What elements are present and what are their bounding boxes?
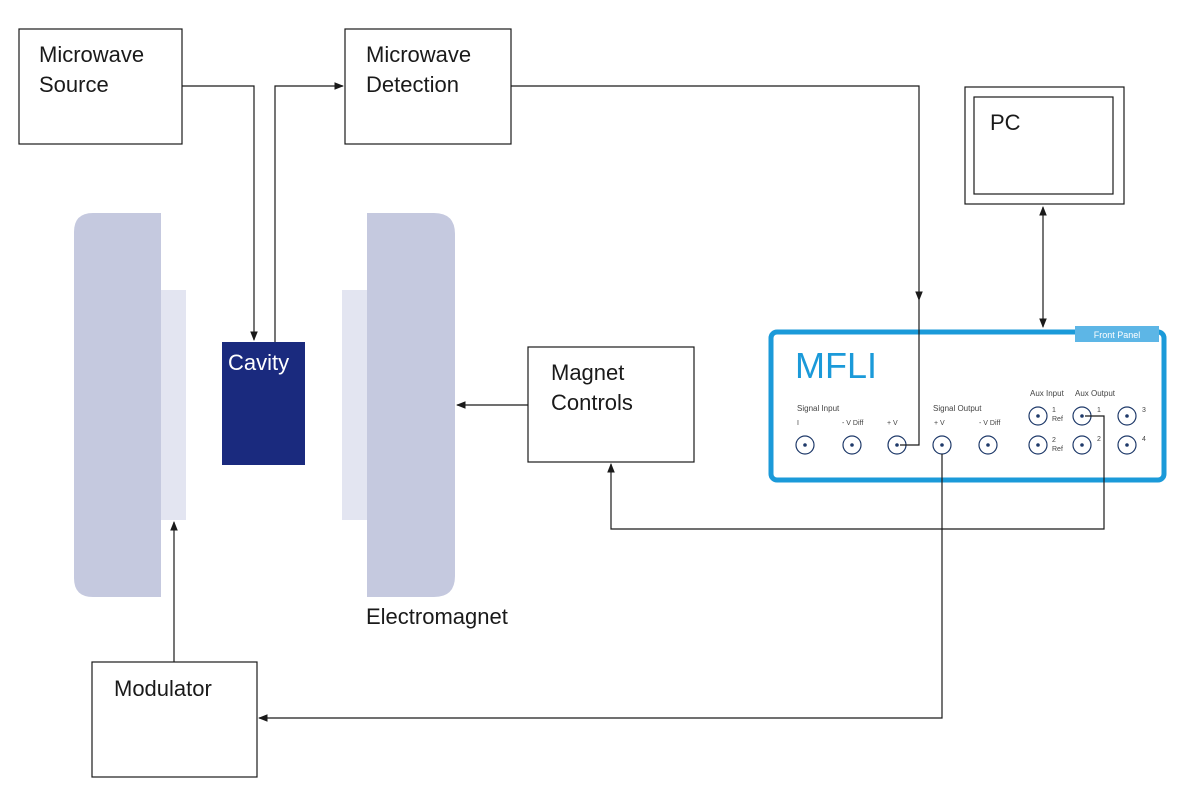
cavity xyxy=(222,342,305,465)
port-pin xyxy=(803,443,807,447)
pole-piece-left xyxy=(161,290,186,520)
modulator-box xyxy=(91,661,258,778)
source-to-cavity-line xyxy=(182,85,258,341)
aux-output-2-label: 2 xyxy=(1097,436,1101,443)
signal-output-port-vplus-label: + V xyxy=(934,420,945,427)
signal-input-port-i-label: I xyxy=(797,420,799,427)
signal-output-to-modulator-line xyxy=(258,454,943,722)
aux-input-label: Aux Input xyxy=(1030,389,1065,398)
port-pin xyxy=(986,443,990,447)
microwave-source-label-line1: Microwave xyxy=(39,42,144,67)
port-pin xyxy=(850,443,854,447)
aux-output-4-label: 4 xyxy=(1142,436,1146,443)
microwave-source-label-line2: Source xyxy=(39,72,109,97)
port-pin xyxy=(1080,443,1084,447)
aux-input-2-label: 2 xyxy=(1052,437,1056,444)
pc-label: PC xyxy=(990,110,1021,135)
signal-input-port-vplus-label: + V xyxy=(887,420,898,427)
port-pin xyxy=(940,443,944,447)
aux-output-3-label: 3 xyxy=(1142,407,1146,414)
port-pin xyxy=(1036,443,1040,447)
signal-output-port-vdiff-label: - V Diff xyxy=(979,420,1000,427)
magnet-controls-box xyxy=(527,346,695,463)
cavity-label: Cavity xyxy=(228,350,289,375)
pc-screen xyxy=(973,96,1114,195)
signal-input-port-vdiff-label: - V Diff xyxy=(842,420,863,427)
pole-piece-right xyxy=(342,290,367,520)
mfli-title: MFLI xyxy=(795,345,877,386)
port-pin xyxy=(1080,414,1084,418)
front-panel-tab-label: Front Panel xyxy=(1094,330,1141,340)
electromagnet-label: Electromagnet xyxy=(366,604,508,629)
port-pin xyxy=(1125,443,1129,447)
front-panel-tab xyxy=(1075,326,1159,342)
microwave-source-box xyxy=(18,28,183,145)
detection-to-signal-input-line xyxy=(511,85,923,301)
magnet-controls-label-line2: Controls xyxy=(551,390,633,415)
cavity-to-detection-line xyxy=(274,82,344,342)
microwave-detection-label-line1: Microwave xyxy=(366,42,471,67)
signal-input-feed-line xyxy=(900,300,920,446)
port-pin xyxy=(1125,414,1129,418)
magnet-pole-right xyxy=(367,213,455,597)
magnet-pole-left xyxy=(74,213,161,597)
aux-output-to-controls-line xyxy=(607,415,1105,530)
port-pin xyxy=(1036,414,1040,418)
signal-input-label: Signal Input xyxy=(797,404,840,413)
aux-input-2-ref-label: Ref xyxy=(1052,446,1063,453)
signal-output-label: Signal Output xyxy=(933,404,982,413)
port-pin xyxy=(895,443,899,447)
modulator-label: Modulator xyxy=(114,676,212,701)
aux-output-1-label: 1 xyxy=(1097,407,1101,414)
aux-output-label: Aux Output xyxy=(1075,389,1116,398)
aux-input-1-label: 1 xyxy=(1052,407,1056,414)
mfli-front-panel xyxy=(768,329,1167,483)
microwave-detection-box xyxy=(344,28,512,145)
magnet-controls-label-line1: Magnet xyxy=(551,360,624,385)
aux-input-1-ref-label: Ref xyxy=(1052,416,1063,423)
microwave-detection-label-line2: Detection xyxy=(366,72,459,97)
